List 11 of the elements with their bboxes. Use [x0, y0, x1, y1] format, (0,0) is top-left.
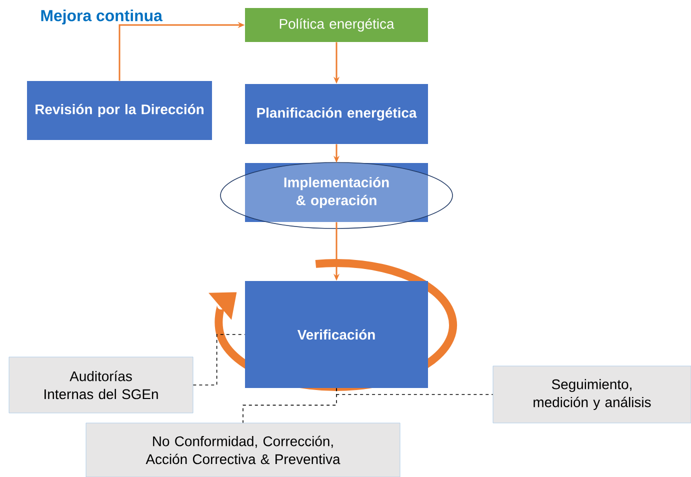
- note-box: No Conformidad, Corrección, Acción Correctiva & Preventiva: [86, 422, 400, 477]
- note-box: Auditorías Internas del SGEn: [8, 356, 194, 414]
- process-box: Verificación: [245, 281, 428, 388]
- note-box: Seguimiento, medición y análisis: [492, 366, 691, 424]
- connector: [242, 388, 337, 424]
- process-box: Implementación & operación: [220, 162, 453, 229]
- connector: [192, 334, 246, 386]
- process-box: Revisión por la Dirección: [27, 81, 212, 140]
- process-box: Planificación energética: [245, 84, 428, 144]
- heading: Mejora continua: [41, 10, 163, 24]
- policy-box: Política energética: [245, 8, 428, 42]
